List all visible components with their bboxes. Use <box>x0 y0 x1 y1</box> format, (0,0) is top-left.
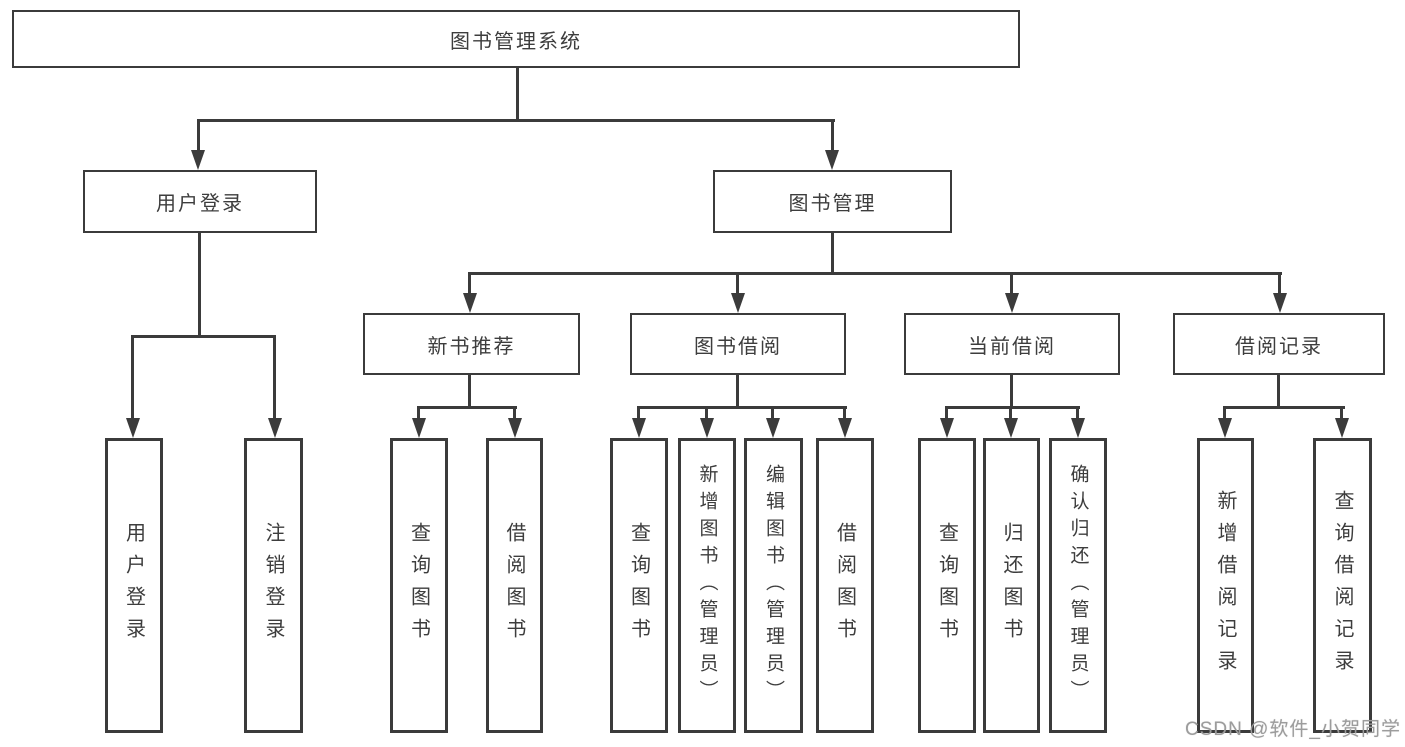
arrowhead-g2a <box>412 418 426 438</box>
edge-book-management-branch <box>468 272 1282 275</box>
edge-shaft-g4a <box>945 406 948 420</box>
leaf-borrow-books-recommend: 借阅图书 <box>486 438 543 733</box>
edge-user-login-stub <box>198 233 201 337</box>
arrowhead-g3b <box>700 418 714 438</box>
edge-book-management-stub <box>831 233 834 274</box>
leaf-add-books-admin: 新增图书（管理员） <box>678 438 736 733</box>
arrowhead-g3d <box>838 418 852 438</box>
arrowhead-g2b <box>508 418 522 438</box>
edge-to-leaf-logout-shaft <box>273 335 276 419</box>
arrowhead-leaf-user-login <box>126 418 140 438</box>
leaf-add-borrow-record-label: 新增借阅记录 <box>1214 489 1236 682</box>
node-user-login-label: 用户登录 <box>156 193 244 215</box>
arrowhead-leaf-logout <box>268 418 282 438</box>
edge-shaft-g3c <box>771 406 774 420</box>
node-library-system-label: 图书管理系统 <box>450 30 582 53</box>
leaf-query-books-borrow: 查询图书 <box>610 438 668 733</box>
edge-shaft-g3d <box>843 406 846 420</box>
edge-shaft-g4b <box>1009 406 1012 420</box>
edge-shaft-g5b <box>1340 406 1343 420</box>
node-new-book-recommend-label: 新书推荐 <box>427 335 516 358</box>
arrowhead-user-login <box>191 150 205 170</box>
leaf-add-books-admin-label: 新增图书（管理员） <box>696 464 718 707</box>
leaf-borrow-books-recommend-label: 借阅图书 <box>503 521 525 650</box>
node-book-borrow: 图书借阅 <box>630 313 846 375</box>
edge-shaft-g2a <box>417 406 420 420</box>
leaf-confirm-return-admin-label: 确认归还（管理员） <box>1067 464 1089 707</box>
leaf-query-books-recommend-label: 查询图书 <box>407 521 430 650</box>
edge-to-book-management-shaft <box>831 119 834 153</box>
leaf-user-login: 用户登录 <box>105 438 163 733</box>
edge-shaft-g4c <box>1076 406 1079 420</box>
edge-current-borrow-stub <box>1010 375 1013 408</box>
edge-user-login-branch <box>131 335 276 338</box>
node-current-borrow: 当前借阅 <box>904 313 1120 375</box>
edge-to-current-borrow-shaft <box>1010 272 1013 295</box>
csdn-watermark: CSDN @软件_小贺同学 <box>1185 719 1401 740</box>
edge-borrow-records-branch <box>1223 406 1345 409</box>
leaf-borrow-books: 借阅图书 <box>816 438 874 733</box>
leaf-query-books-current: 查询图书 <box>918 438 976 733</box>
edge-to-borrow-records-shaft <box>1278 272 1281 295</box>
leaf-return-books-label: 归还图书 <box>1000 521 1022 650</box>
arrowhead-current-borrow <box>1005 293 1019 313</box>
node-new-book-recommend: 新书推荐 <box>363 313 580 375</box>
node-user-login: 用户登录 <box>83 170 317 233</box>
leaf-return-books: 归还图书 <box>983 438 1040 733</box>
arrowhead-g3a <box>632 418 646 438</box>
leaf-borrow-books-label: 借阅图书 <box>833 521 856 650</box>
node-library-system: 图书管理系统 <box>12 10 1020 68</box>
node-current-borrow-label: 当前借阅 <box>968 335 1056 358</box>
node-book-management: 图书管理 <box>713 170 952 233</box>
edge-current-borrow-branch <box>945 406 1080 409</box>
edge-shaft-g3b <box>705 406 708 420</box>
arrowhead-book-management <box>825 150 839 170</box>
leaf-confirm-return-admin: 确认归还（管理员） <box>1049 438 1107 733</box>
arrowhead-book-borrow <box>731 293 745 313</box>
leaf-query-books-recommend: 查询图书 <box>390 438 448 733</box>
arrowhead-new-book-recommend <box>463 293 477 313</box>
arrowhead-g5a <box>1218 418 1232 438</box>
leaf-edit-books-admin-label: 编辑图书（管理员） <box>763 464 784 707</box>
leaf-edit-books-admin: 编辑图书（管理员） <box>744 438 803 733</box>
node-borrow-records-label: 借阅记录 <box>1235 335 1323 358</box>
arrowhead-g3c <box>766 418 780 438</box>
arrowhead-g4a <box>940 418 954 438</box>
leaf-logout-label: 注销登录 <box>262 521 284 650</box>
edge-to-new-book-shaft <box>468 272 471 295</box>
node-book-borrow-label: 图书借阅 <box>694 335 782 358</box>
leaf-add-borrow-record: 新增借阅记录 <box>1197 438 1254 733</box>
node-borrow-records: 借阅记录 <box>1173 313 1385 375</box>
edge-shaft-g5a <box>1223 406 1226 420</box>
arrowhead-borrow-records <box>1273 293 1287 313</box>
edge-borrow-records-stub <box>1277 375 1280 408</box>
edge-root-trunk <box>516 68 519 121</box>
edge-to-leaf-user-login-shaft <box>131 335 134 419</box>
edge-book-borrow-stub <box>736 375 739 408</box>
arrowhead-g4b <box>1004 418 1018 438</box>
arrowhead-g5b <box>1335 418 1349 438</box>
edge-to-user-login-shaft <box>197 119 200 153</box>
leaf-query-borrow-record-label: 查询借阅记录 <box>1331 489 1353 682</box>
edge-book-borrow-branch <box>637 406 847 409</box>
edge-to-book-borrow-shaft <box>736 272 739 295</box>
leaf-query-borrow-record: 查询借阅记录 <box>1313 438 1372 733</box>
edge-root-branch <box>197 119 835 122</box>
edge-shaft-g3a <box>637 406 640 420</box>
leaf-query-books-current-label: 查询图书 <box>935 521 958 650</box>
leaf-query-books-borrow-label: 查询图书 <box>627 521 650 650</box>
node-book-management-label: 图书管理 <box>788 193 877 215</box>
edge-new-book-branch <box>417 406 517 409</box>
arrowhead-g4c <box>1071 418 1085 438</box>
edge-shaft-g2b <box>513 406 516 420</box>
leaf-user-login-label: 用户登录 <box>122 521 145 650</box>
leaf-logout: 注销登录 <box>244 438 303 733</box>
edge-new-book-stub <box>468 375 471 408</box>
